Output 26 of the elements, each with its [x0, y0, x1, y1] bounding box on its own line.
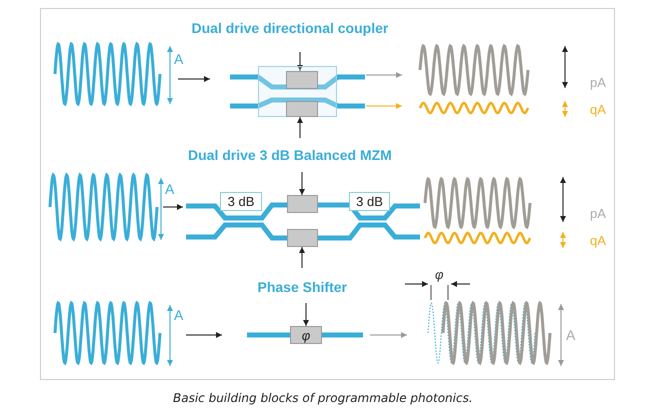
phase-label: φ	[435, 268, 444, 281]
control-arrow	[299, 246, 305, 268]
splitter-box: 3 dB	[349, 192, 390, 211]
splitter-box: 3 dB	[220, 192, 262, 211]
amplitude-label: pA	[590, 207, 606, 220]
control-arrow	[299, 172, 305, 196]
coupler-frame	[258, 66, 337, 117]
electrode-box	[286, 71, 318, 89]
amplitude-label: A	[566, 328, 576, 342]
figure-caption: Basic building blocks of programmable photonics.	[173, 392, 473, 404]
control-arrow	[303, 302, 309, 326]
amplitude-label: qA	[590, 103, 606, 116]
section-title: Phase Shifter	[258, 280, 347, 294]
electrode-box	[286, 101, 318, 117]
amplitude-label: pA	[590, 76, 606, 89]
amplitude-label: qA	[590, 234, 606, 247]
section-title: Dual drive directional coupler	[192, 21, 388, 35]
phase-shifter-box: φ	[290, 326, 322, 344]
electrode-box	[287, 195, 318, 213]
amplitude-label: A	[174, 52, 184, 66]
control-arrow	[297, 52, 303, 72]
amplitude-label: A	[165, 182, 174, 196]
section-title: Dual drive 3 dB Balanced MZM	[188, 148, 392, 162]
electrode-box	[287, 229, 318, 247]
control-arrow	[297, 116, 303, 138]
amplitude-label: A	[174, 308, 184, 322]
